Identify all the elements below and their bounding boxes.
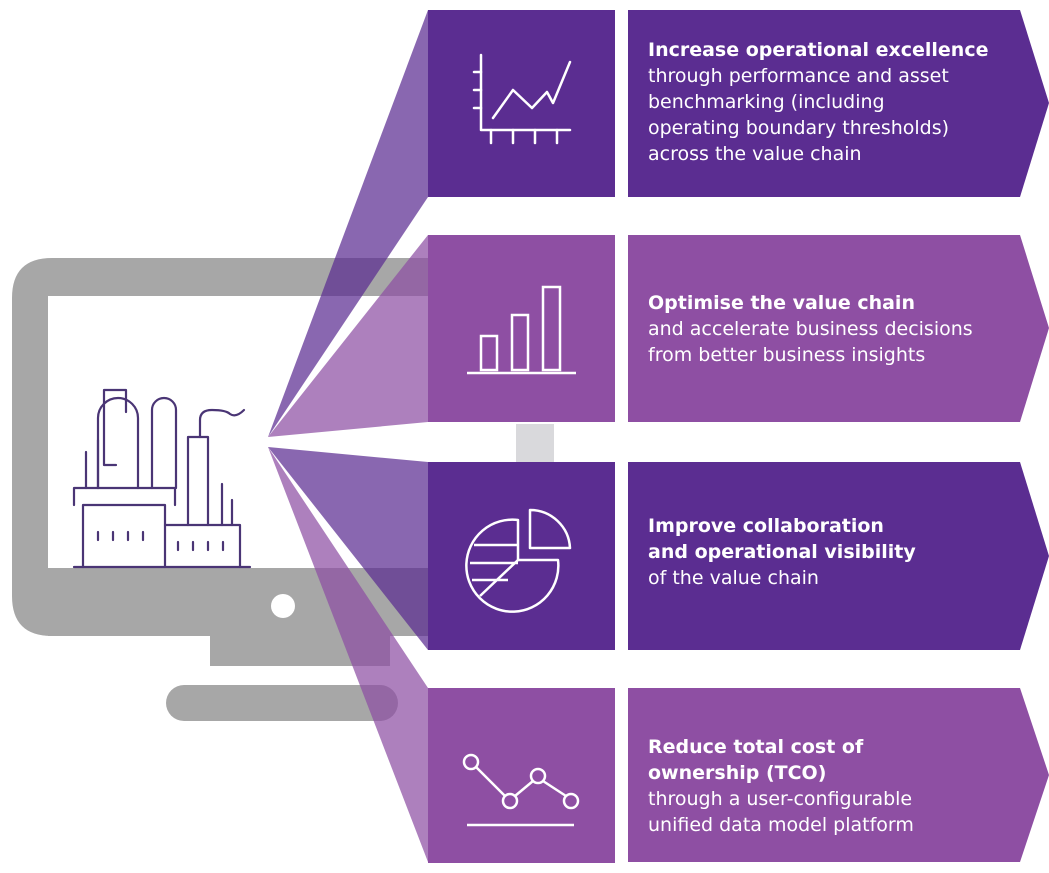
industrial-plant-icon bbox=[72, 388, 252, 569]
beam-2 bbox=[268, 235, 428, 437]
row-1-text-box bbox=[628, 10, 1049, 197]
row-1-line-3: operating boundary thresholds) bbox=[648, 117, 950, 139]
row-4-line-2: unified data model platform bbox=[648, 814, 914, 836]
row-3-heading-1: Improve collaboration bbox=[648, 515, 884, 537]
row-2-text: Optimise the value chain and accelerate … bbox=[648, 290, 1043, 368]
row-1-text: Increase operational excellence through … bbox=[648, 37, 1043, 167]
row-2-heading: Optimise the value chain bbox=[648, 292, 915, 314]
bar-chart-icon bbox=[467, 285, 576, 375]
row-4-text: Reduce total cost of ownership (TCO) thr… bbox=[648, 734, 1043, 838]
row-3-icon-box bbox=[428, 462, 615, 650]
monitor-stand bbox=[166, 685, 398, 721]
beam-4 bbox=[268, 447, 428, 862]
row-2-line-1: and accelerate business decisions bbox=[648, 318, 973, 340]
row-3-heading-2: and operational visibility bbox=[648, 541, 916, 563]
row-2-icon-box bbox=[428, 235, 615, 422]
row-2-text-box bbox=[628, 235, 1049, 422]
row-4-line-1: through a user-configurable bbox=[648, 788, 913, 810]
row-1-heading: Increase operational excellence bbox=[648, 39, 989, 61]
row-4-heading-2: ownership (TCO) bbox=[648, 762, 827, 784]
pie-chart-icon bbox=[465, 508, 572, 613]
row-3-line-1: of the value chain bbox=[648, 567, 819, 589]
connector-square bbox=[516, 424, 554, 462]
beam-3 bbox=[268, 447, 428, 650]
monitor-power-button bbox=[271, 594, 295, 618]
row-3-text: Improve collaboration and operational vi… bbox=[648, 513, 1043, 591]
row-1-line-2: benchmarking (including bbox=[648, 91, 885, 113]
row-1-icon-box bbox=[428, 10, 615, 197]
row-2-line-2: from better business insights bbox=[648, 344, 926, 366]
row-4-text-box bbox=[628, 688, 1049, 862]
row-4-heading-1: Reduce total cost of bbox=[648, 736, 864, 758]
beam-1 bbox=[268, 10, 428, 437]
row-1-line-1: through performance and asset bbox=[648, 65, 949, 87]
trend-line-icon bbox=[462, 753, 580, 827]
row-1-line-4: across the value chain bbox=[648, 143, 862, 165]
row-3-text-box bbox=[628, 462, 1049, 650]
row-4-icon-box bbox=[428, 688, 615, 863]
line-chart-icon bbox=[472, 53, 572, 145]
